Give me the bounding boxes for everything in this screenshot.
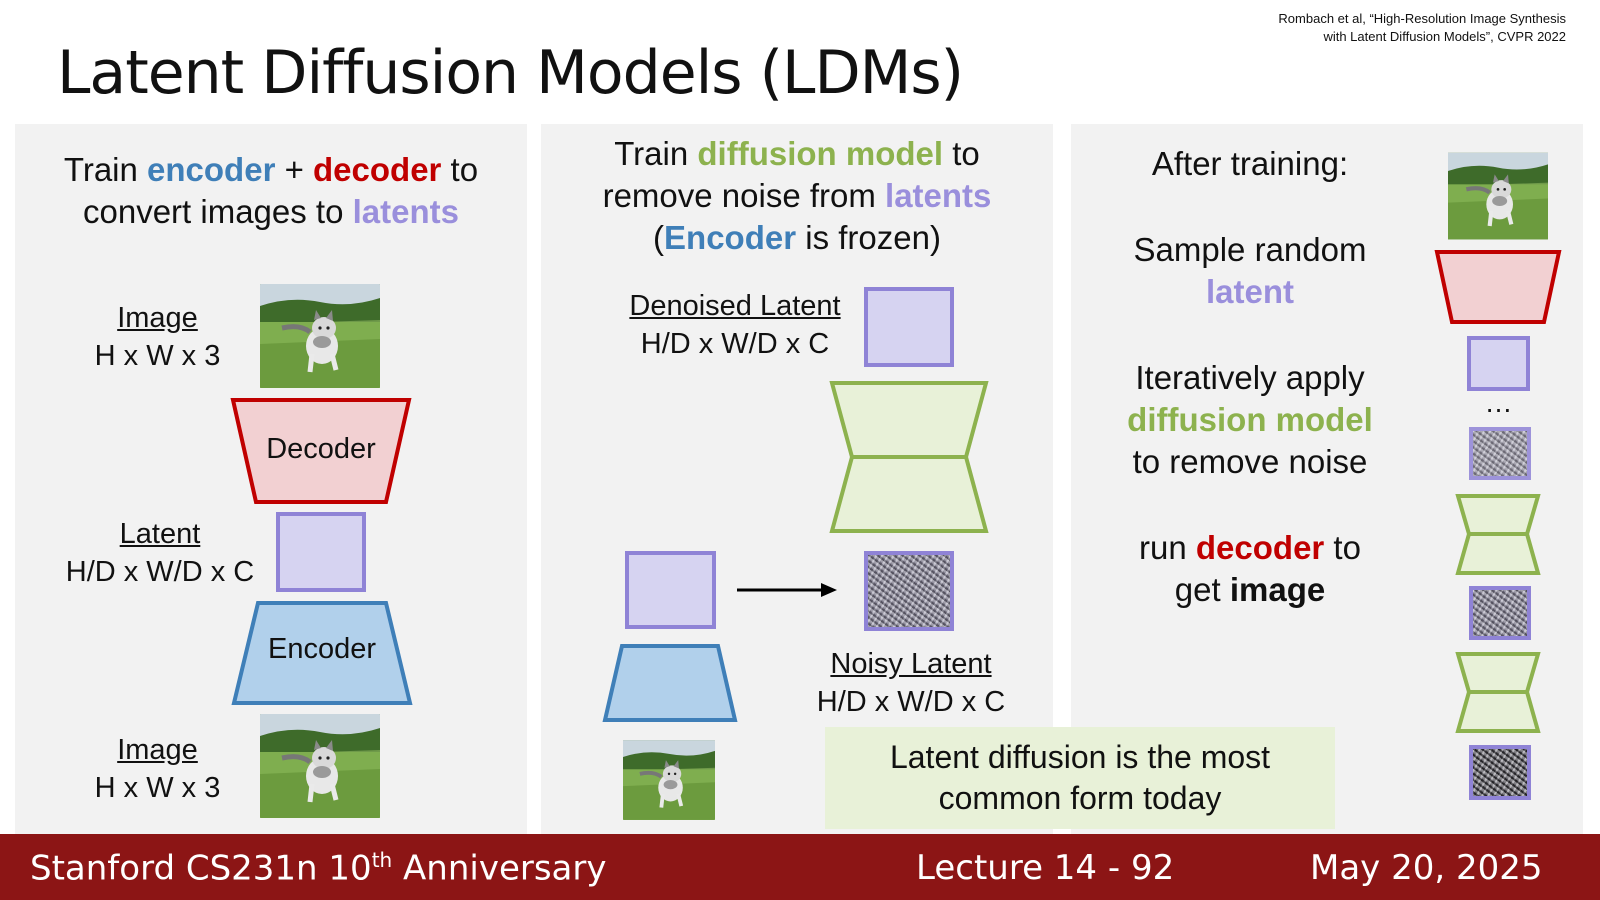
after-training-text: After training:	[1151, 145, 1349, 182]
noisy-latent-label: Noisy Latent H/D x W/D x C	[816, 648, 1006, 718]
diffusion-block-inference-1	[1455, 494, 1541, 575]
footer-lecture: Lecture 14 - 92	[916, 848, 1175, 888]
cat-image-top	[260, 284, 380, 388]
footer-course: Stanford CS231n 10th Anniversary	[30, 848, 607, 889]
footer-bar: Stanford CS231n 10th Anniversary Lecture…	[0, 834, 1600, 900]
denoised-latent-box	[864, 287, 954, 367]
arrow-icon	[737, 583, 837, 597]
cat-image-output	[1448, 152, 1548, 240]
cat-image-bottom	[260, 714, 380, 818]
panel2-heading: Train diffusion model to remove noise fr…	[602, 135, 992, 256]
image-bottom-label: Image H x W x 3	[94, 734, 221, 804]
latent-box	[276, 512, 366, 592]
noisy-latent-full	[1469, 745, 1531, 800]
noisy-latent-mid	[1469, 586, 1531, 640]
citation-line-2: with Latent Diffusion Models”, CVPR 2022	[1323, 29, 1566, 44]
citation-line-1: Rombach et al, “High-Resolution Image Sy…	[1278, 11, 1566, 26]
decoder-label: Decoder	[266, 433, 376, 465]
diffusion-model-block	[829, 381, 989, 533]
run-decoder-text: run decoder to get image	[1139, 529, 1361, 608]
noisy-latent-box	[864, 551, 954, 631]
callout-line-2: common form today	[938, 780, 1222, 816]
panel1-heading: Train encoder + decoder to convert image…	[63, 151, 479, 230]
citation: Rombach et al, “High-Resolution Image Sy…	[1278, 10, 1566, 46]
callout-box: Latent diffusion is the most common form…	[825, 727, 1335, 829]
sample-latent-text: Sample random latent	[1133, 231, 1367, 310]
cat-image-panel2	[623, 740, 715, 820]
encoder-block	[231, 601, 413, 705]
encoder-label: Encoder	[267, 633, 376, 665]
image-top-label: Image H x W x 3	[94, 302, 221, 372]
decoder-block-inference	[1434, 250, 1562, 324]
frozen-encoder-block	[602, 644, 738, 722]
iterate-text: Iteratively apply diffusion model to rem…	[1127, 359, 1373, 480]
diffusion-block-inference-2	[1455, 652, 1541, 733]
decoder-block	[230, 398, 412, 504]
footer-date: May 20, 2025	[1310, 848, 1543, 888]
slide-title: Latent Diffusion Models (LDMs)	[57, 38, 964, 108]
latent-label: Latent H/D x W/D x C	[65, 518, 255, 588]
clean-latent-box	[625, 551, 716, 629]
latent-box-inference	[1467, 336, 1530, 391]
noisy-latent-light	[1469, 427, 1531, 480]
callout-line-1: Latent diffusion is the most	[889, 739, 1271, 775]
ellipsis: …	[1484, 387, 1513, 418]
denoised-latent-label: Denoised Latent H/D x W/D x C	[629, 290, 841, 360]
